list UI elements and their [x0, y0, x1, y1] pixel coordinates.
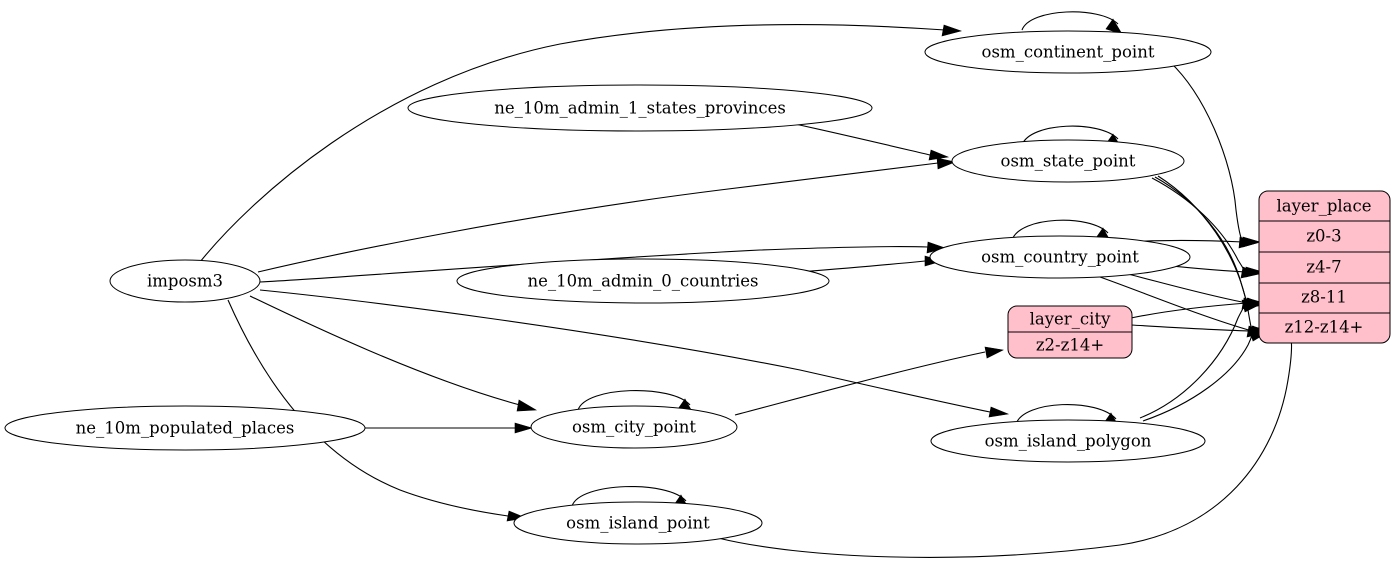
- node-layer: imposm3 ne_10m_admin_1_states_provinces …: [4, 30, 1212, 545]
- edge-ne-places-to-osm-city-point: [360, 422, 534, 434]
- node-osm-continent-point[interactable]: osm_continent_point: [924, 30, 1212, 74]
- edge-imposm3-to-osm-continent-point: [199, 24, 963, 263]
- node-osm-island-polygon-label: osm_island_polygon: [985, 432, 1152, 451]
- layer-city-node[interactable]: layer_city z2-z14+: [1007, 305, 1133, 359]
- layer-city-row-z2-z14: z2-z14+: [1036, 336, 1104, 355]
- edge-osm-island-polygon-to-layer-place-z8-11: [1139, 299, 1262, 419]
- node-ne-10m-populated-places[interactable]: ne_10m_populated_places: [4, 405, 366, 451]
- node-ne-countries-label: ne_10m_admin_0_countries: [528, 272, 759, 291]
- node-ne-10m-admin-1-states-provinces[interactable]: ne_10m_admin_1_states_provinces: [407, 84, 873, 132]
- node-osm-island-point-label: osm_island_point: [566, 514, 710, 533]
- node-ne-10m-admin-0-countries[interactable]: ne_10m_admin_0_countries: [456, 258, 830, 304]
- layer-place-node[interactable]: layer_place z0-3 z4-7 z8-11 z12-z14+: [1258, 190, 1391, 344]
- node-osm-country-point-label: osm_country_point: [981, 248, 1139, 267]
- node-osm-island-polygon[interactable]: osm_island_polygon: [930, 419, 1206, 463]
- layer-place-row-z12-z14: z12-z14+: [1285, 318, 1364, 337]
- edge-imposm3-to-osm-island-polygon: [259, 289, 1010, 418]
- node-osm-continent-point-label: osm_continent_point: [982, 43, 1155, 62]
- edge-ne-states-to-osm-state-point: [794, 123, 950, 161]
- node-ne-states-label: ne_10m_admin_1_states_provinces: [494, 99, 786, 118]
- layer-city-header: layer_city: [1030, 310, 1111, 329]
- layer-place-row-z4-7: z4-7: [1306, 258, 1341, 277]
- edge-imposm3-to-osm-city-point: [249, 295, 538, 412]
- node-imposm3-label: imposm3: [147, 272, 223, 291]
- layer-place-header: layer_place: [1276, 197, 1371, 216]
- layer-place-row-z0-3: z0-3: [1306, 227, 1341, 246]
- node-osm-island-point[interactable]: osm_island_point: [513, 501, 763, 545]
- node-osm-city-point-label: osm_city_point: [572, 418, 696, 437]
- node-osm-country-point[interactable]: osm_country_point: [929, 235, 1191, 279]
- edge-osm-city-point-to-layer-city: [734, 346, 1004, 416]
- edge-ne-countries-to-osm-country-point: [799, 255, 944, 273]
- layer-place-row-z8-11: z8-11: [1301, 288, 1347, 307]
- node-osm-state-point[interactable]: osm_state_point: [951, 139, 1185, 183]
- edge-self-loop-osm-continent-point: [1021, 11, 1123, 35]
- node-ne-places-label: ne_10m_populated_places: [76, 419, 295, 438]
- edge-imposm3-to-osm-state-point: [257, 157, 956, 273]
- edge-osm-continent-point-to-layer-place-z0-3: [1169, 61, 1258, 249]
- node-osm-state-point-label: osm_state_point: [1001, 152, 1136, 171]
- node-osm-city-point[interactable]: osm_city_point: [530, 405, 738, 449]
- node-imposm3[interactable]: imposm3: [109, 259, 261, 303]
- layer-place-box[interactable]: [1258, 190, 1391, 344]
